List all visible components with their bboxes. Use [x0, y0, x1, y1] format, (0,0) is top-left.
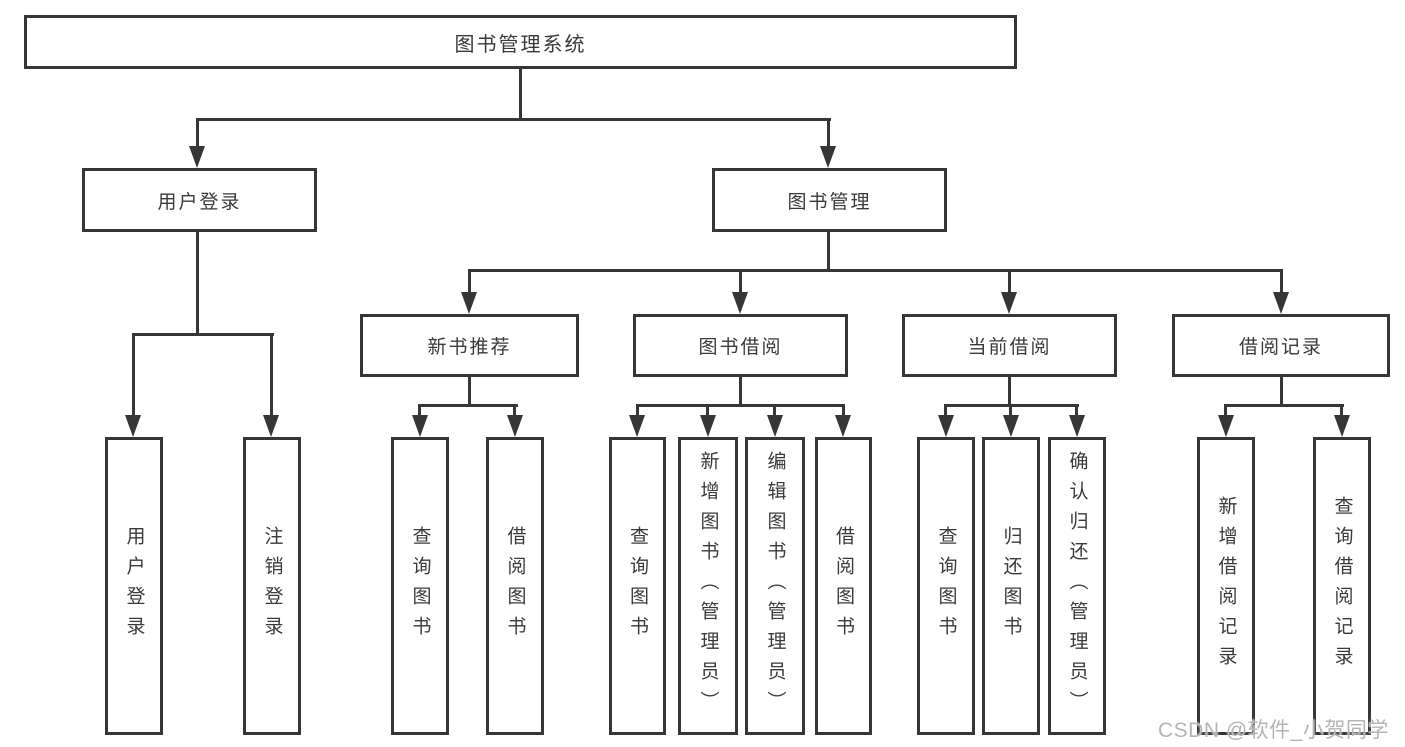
node-label: 查询借阅记录 — [1331, 496, 1353, 676]
node-label: 图书借阅 — [698, 337, 783, 358]
connector-line — [1008, 269, 1011, 295]
node-label: 新增图书（管理员） — [697, 451, 719, 721]
node-book-borrowing: 图书借阅 — [633, 314, 848, 377]
connector-line — [827, 118, 830, 150]
node-book-management: 图书管理 — [712, 168, 947, 232]
node-label: 注销登录 — [261, 526, 283, 646]
connector-line — [270, 333, 273, 417]
leaf-borrow-books-borrow: 借阅图书 — [815, 437, 872, 735]
connector-line — [636, 404, 639, 419]
connector-line — [468, 377, 471, 407]
arrow-down-icon — [820, 146, 836, 168]
connector-line — [418, 404, 518, 407]
arrow-down-icon — [412, 415, 428, 437]
connector-line — [513, 404, 516, 419]
connector-line — [842, 404, 845, 419]
arrow-down-icon — [461, 292, 477, 314]
connector-line — [132, 333, 274, 336]
arrow-down-icon — [189, 146, 205, 168]
arrow-down-icon — [700, 415, 716, 437]
connector-line — [132, 333, 135, 417]
arrow-down-icon — [938, 415, 954, 437]
leaf-edit-book-admin: 编辑图书（管理员） — [745, 437, 805, 735]
arrow-down-icon — [629, 415, 645, 437]
node-label: 查询图书 — [935, 526, 957, 646]
node-label: 新书推荐 — [427, 337, 512, 358]
connector-line — [827, 232, 830, 272]
arrow-down-icon — [1069, 415, 1085, 437]
connector-line — [944, 404, 947, 419]
leaf-confirm-return-admin: 确认归还（管理员） — [1048, 437, 1106, 735]
node-borrowing-records: 借阅记录 — [1172, 314, 1390, 377]
connector-line — [1280, 269, 1283, 295]
node-user-login: 用户登录 — [82, 168, 317, 232]
connector-line — [468, 269, 1283, 272]
leaf-query-books-borrow: 查询图书 — [609, 437, 666, 735]
arrow-down-icon — [767, 415, 783, 437]
connector-line — [418, 404, 421, 419]
watermark: CSDN @软件_小贺同学 — [1158, 719, 1389, 742]
arrow-down-icon — [1001, 292, 1017, 314]
leaf-logout: 注销登录 — [243, 437, 301, 735]
leaf-add-book-admin: 新增图书（管理员） — [678, 437, 738, 735]
arrow-down-icon — [732, 292, 748, 314]
connector-line — [1340, 404, 1343, 419]
leaf-user-login: 用户登录 — [105, 437, 163, 735]
arrow-down-icon — [835, 415, 851, 437]
leaf-query-books-current: 查询图书 — [917, 437, 975, 735]
connector-line — [519, 68, 522, 120]
leaf-query-books-recommend: 查询图书 — [391, 437, 449, 735]
node-label: 编辑图书（管理员） — [764, 451, 786, 721]
arrow-down-icon — [507, 415, 523, 437]
node-label: 图书管理 — [787, 191, 872, 213]
node-library-management-system: 图书管理系统 — [24, 15, 1017, 69]
connector-line — [773, 404, 776, 419]
connector-line — [1224, 404, 1344, 407]
connector-line — [739, 377, 742, 407]
leaf-query-borrow-record: 查询借阅记录 — [1313, 437, 1371, 735]
node-label: 用户登录 — [123, 526, 145, 646]
node-current-borrowing: 当前借阅 — [902, 314, 1117, 377]
connector-line — [706, 404, 709, 419]
node-label: 查询图书 — [409, 526, 431, 646]
node-label: 借阅图书 — [504, 526, 526, 646]
connector-line — [468, 269, 471, 295]
connector-line — [196, 232, 199, 336]
node-label: 借阅图书 — [833, 526, 854, 646]
arrow-down-icon — [1273, 292, 1289, 314]
arrow-down-icon — [1003, 415, 1019, 437]
node-label: 借阅记录 — [1238, 337, 1323, 358]
arrow-down-icon — [1218, 415, 1234, 437]
node-label: 图书管理系统 — [454, 33, 587, 56]
node-label: 确认归还（管理员） — [1066, 451, 1088, 721]
leaf-borrow-books-recommend: 借阅图书 — [486, 437, 544, 735]
node-new-book-recommendation: 新书推荐 — [360, 314, 579, 377]
connector-line — [1224, 404, 1227, 419]
node-label: 用户登录 — [157, 191, 242, 213]
arrow-down-icon — [1334, 415, 1350, 437]
connector-line — [196, 118, 199, 150]
connector-line — [1280, 377, 1283, 407]
leaf-add-borrow-record: 新增借阅记录 — [1197, 437, 1255, 735]
connector-line — [1009, 404, 1012, 419]
connector-line — [636, 404, 845, 407]
arrow-down-icon — [125, 415, 141, 437]
connector-line — [739, 269, 742, 295]
connector-line — [1075, 404, 1078, 419]
node-label: 新增借阅记录 — [1215, 496, 1237, 676]
node-label: 查询图书 — [627, 526, 648, 646]
leaf-return-books: 归还图书 — [982, 437, 1040, 735]
node-label: 当前借阅 — [967, 337, 1052, 358]
node-label: 归还图书 — [1000, 526, 1022, 646]
connector-line — [196, 118, 831, 121]
connector-line — [1008, 377, 1011, 407]
arrow-down-icon — [263, 415, 279, 437]
